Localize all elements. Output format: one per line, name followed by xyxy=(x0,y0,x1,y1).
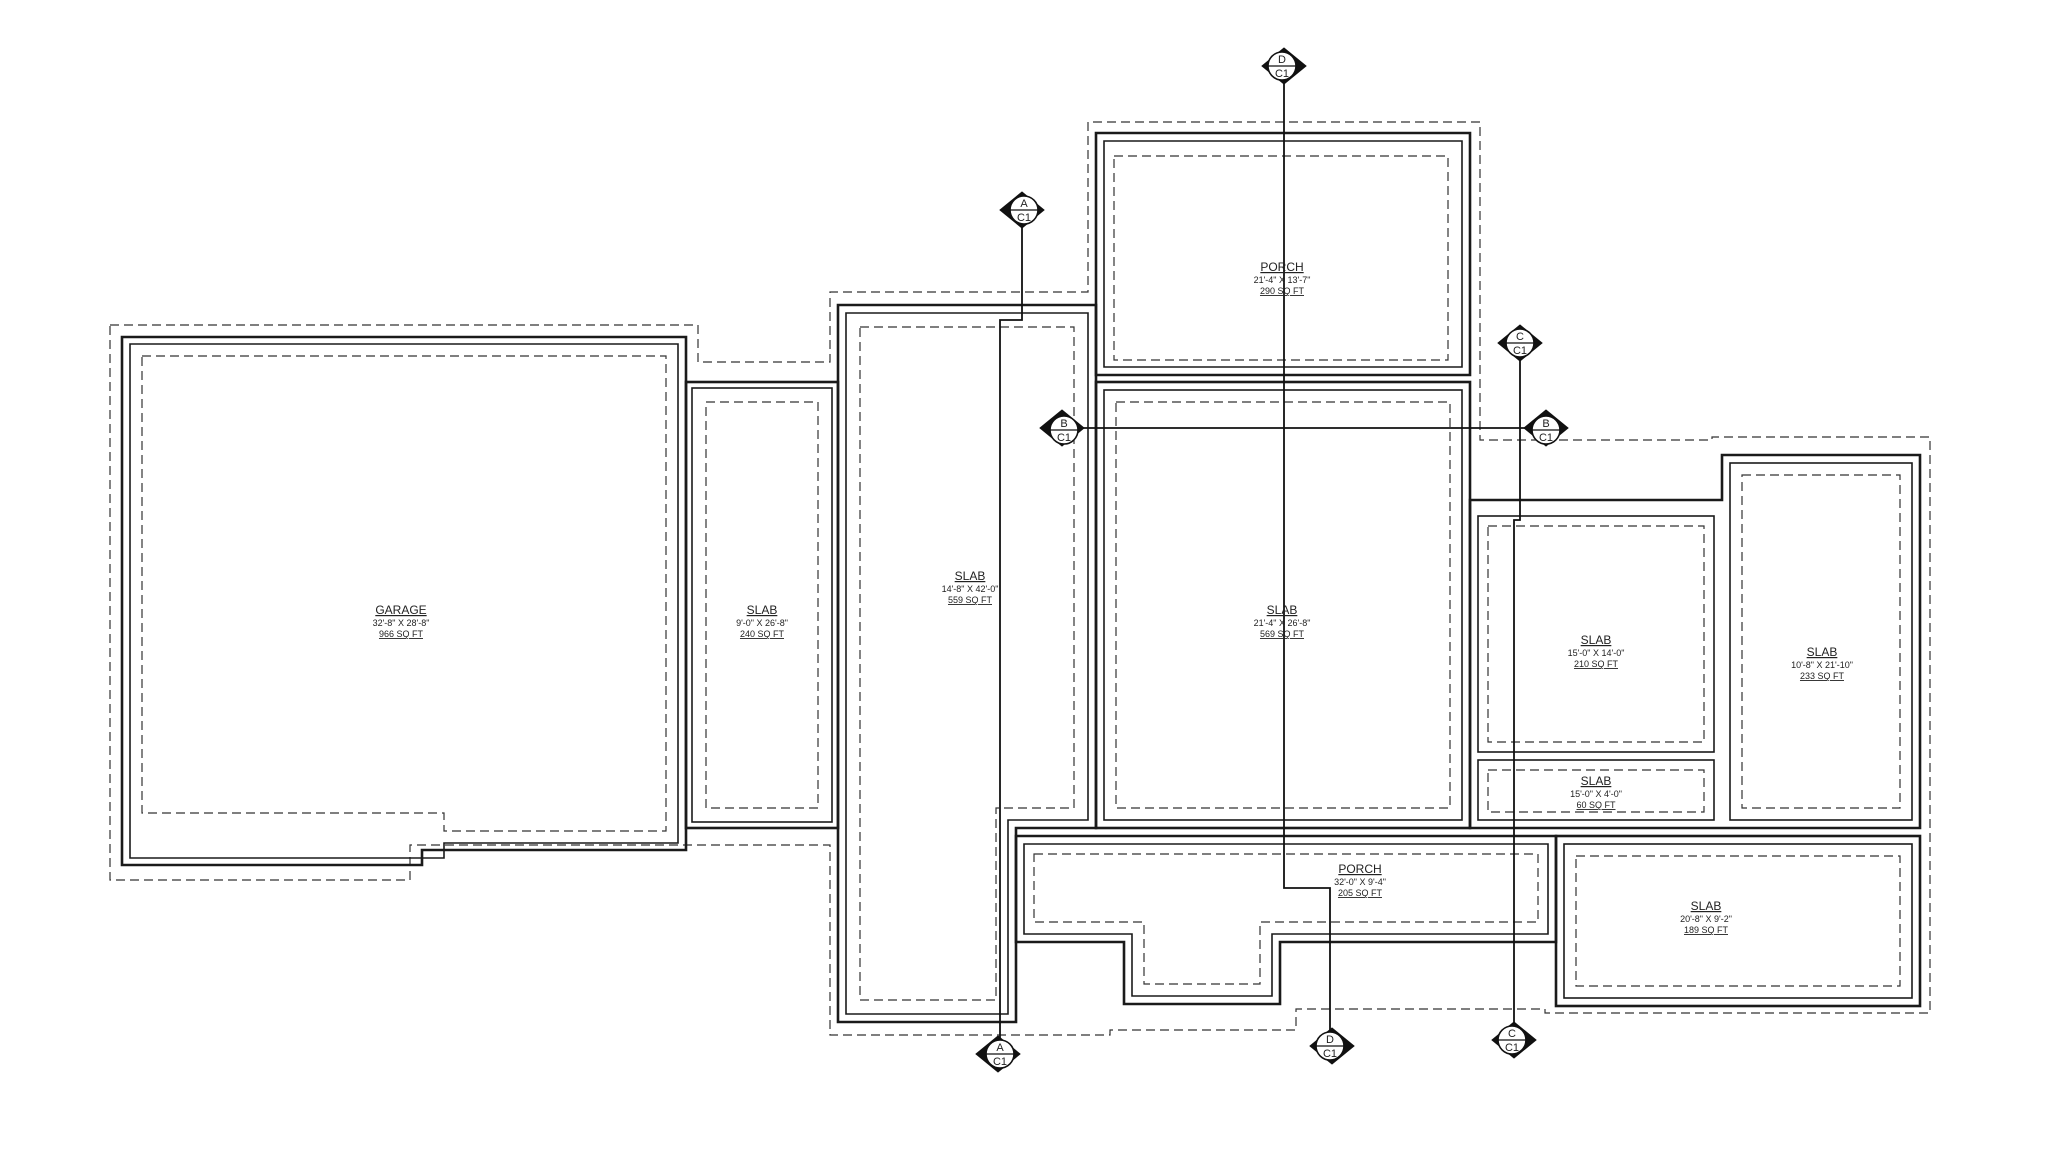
garage-outline xyxy=(109,121,1931,1036)
room-name: PORCH xyxy=(1260,260,1303,274)
room-area: 966 SQ FT xyxy=(379,629,424,639)
room-label-slab-9x26: SLAB 9'-0" X 26'-8" 240 SQ FT xyxy=(736,603,788,639)
section-marker-d-bottom[interactable]: D C1 xyxy=(1309,1027,1355,1065)
section-marker-sheet: C1 xyxy=(1323,1048,1337,1060)
section-marker-sheet: C1 xyxy=(1539,432,1553,444)
room-dims: 9'-0" X 26'-8" xyxy=(736,618,788,628)
section-marker-letter: A xyxy=(1020,198,1028,210)
section-marker-letter: A xyxy=(996,1042,1004,1054)
room-area: 60 SQ FT xyxy=(1576,800,1616,810)
room-label-slab-14x42: SLAB 14'-8" X 42'-0" 559 SQ FT xyxy=(942,569,999,605)
room-area: 189 SQ FT xyxy=(1684,925,1729,935)
room-area: 290 SQ FT xyxy=(1260,286,1305,296)
section-marker-d-top[interactable]: D C1 xyxy=(1261,47,1307,85)
slab-10x21-outline xyxy=(1729,462,1913,821)
room-name: SLAB xyxy=(747,603,778,617)
room-area: 205 SQ FT xyxy=(1338,888,1383,898)
section-marker-letter: B xyxy=(1060,418,1067,430)
section-marker-letter: D xyxy=(1278,54,1286,66)
section-marker-letter: D xyxy=(1326,1034,1334,1046)
room-label-porch-bottom: PORCH 32'-0" X 9'-4" 205 SQ FT xyxy=(1334,862,1386,898)
room-label-slab-21x26: SLAB 21'-4" X 26'-8" 569 SQ FT xyxy=(1254,603,1311,639)
room-area: 559 SQ FT xyxy=(948,595,993,605)
room-area: 233 SQ FT xyxy=(1800,671,1845,681)
section-marker-b-right[interactable]: B C1 xyxy=(1523,409,1569,447)
room-label-slab-10x21: SLAB 10'-8" X 21'-10" 233 SQ FT xyxy=(1791,645,1853,681)
section-marker-letter: C xyxy=(1508,1028,1516,1040)
room-label-slab-15x14: SLAB 15'-0" X 14'-0" 210 SQ FT xyxy=(1568,633,1625,669)
room-dims: 21'-4" X 26'-8" xyxy=(1254,618,1311,628)
room-name: SLAB xyxy=(1581,633,1612,647)
slab-20x9-outline xyxy=(1554,834,1922,1008)
room-label-garage: GARAGE 32'-8" X 28'-8" 966 SQ FT xyxy=(373,603,430,639)
slab-15x14-outline xyxy=(1468,453,1922,830)
section-marker-b-left[interactable]: B C1 xyxy=(1039,409,1085,447)
section-marker-a-bottom[interactable]: A C1 xyxy=(975,1035,1021,1073)
room-name: GARAGE xyxy=(375,603,426,617)
room-dims: 32'-8" X 28'-8" xyxy=(373,618,430,628)
room-dims: 21'-4" X 13'-7" xyxy=(1254,275,1311,285)
section-marker-sheet: C1 xyxy=(1017,212,1031,224)
room-dims: 32'-0" X 9'-4" xyxy=(1334,877,1386,887)
section-marker-letter: C xyxy=(1516,331,1524,343)
section-marker-sheet: C1 xyxy=(1513,345,1527,357)
room-label-porch-top: PORCH 21'-4" X 13'-7" 290 SQ FT xyxy=(1254,260,1311,296)
section-line-c xyxy=(1513,353,1521,1030)
section-marker-a-top[interactable]: A C1 xyxy=(999,191,1045,229)
section-marker-letter: B xyxy=(1542,418,1549,430)
section-marker-sheet: C1 xyxy=(1505,1042,1519,1054)
room-name: SLAB xyxy=(955,569,986,583)
room-dims: 15'-0" X 4'-0" xyxy=(1570,789,1622,799)
room-area: 240 SQ FT xyxy=(740,629,785,639)
room-name: SLAB xyxy=(1807,645,1838,659)
porch-top-outline xyxy=(1094,131,1472,377)
section-marker-c-top[interactable]: C C1 xyxy=(1497,324,1543,362)
room-name: PORCH xyxy=(1338,862,1381,876)
room-name: SLAB xyxy=(1581,774,1612,788)
room-label-slab-15x4: SLAB 15'-0" X 4'-0" 60 SQ FT xyxy=(1570,774,1622,810)
room-dims: 15'-0" X 14'-0" xyxy=(1568,648,1625,658)
room-area: 210 SQ FT xyxy=(1574,659,1619,669)
section-marker-c-bottom[interactable]: C C1 xyxy=(1491,1021,1537,1059)
section-marker-sheet: C1 xyxy=(1275,68,1289,80)
room-name: SLAB xyxy=(1267,603,1298,617)
section-line-a xyxy=(999,226,1023,1040)
room-label-slab-20x9: SLAB 20'-8" X 9'-2" 189 SQ FT xyxy=(1680,899,1732,935)
room-dims: 10'-8" X 21'-10" xyxy=(1791,660,1853,670)
porch-bottom-outline xyxy=(1014,834,1558,1006)
room-dims: 20'-8" X 9'-2" xyxy=(1680,914,1732,924)
section-line-d xyxy=(1283,80,1331,1040)
section-marker-sheet: C1 xyxy=(993,1056,1007,1068)
slab-14x42-outline xyxy=(836,303,1098,1024)
room-area: 569 SQ FT xyxy=(1260,629,1305,639)
section-lines xyxy=(999,80,1528,1040)
slab-15x4-outline xyxy=(1477,759,1715,821)
room-dims: 14'-8" X 42'-0" xyxy=(942,584,999,594)
room-name: SLAB xyxy=(1691,899,1722,913)
section-marker-sheet: C1 xyxy=(1057,432,1071,444)
